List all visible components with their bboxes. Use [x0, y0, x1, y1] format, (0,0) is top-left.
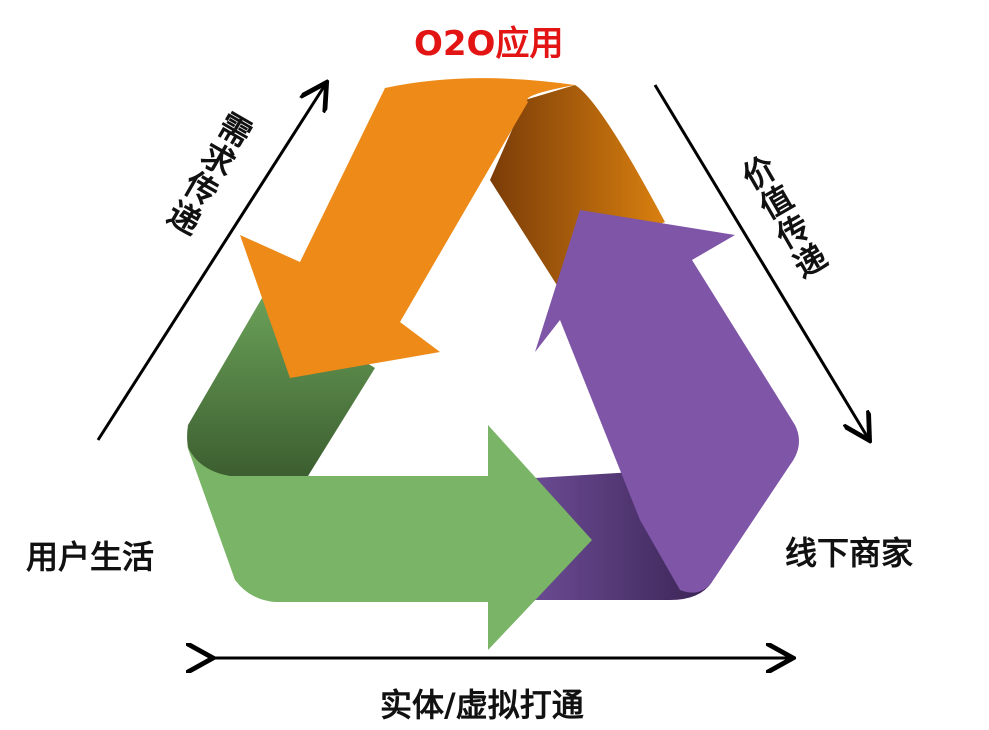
offline-merchant-label: 线下商家	[785, 534, 914, 572]
value-arrow-line	[653, 84, 868, 438]
diagram-title: O2O应用	[414, 24, 564, 64]
demand-arrow-line	[96, 85, 325, 441]
orange-arrow	[240, 78, 575, 378]
green-arrow	[185, 425, 592, 650]
purple-arrow	[535, 210, 799, 593]
user-life-label: 用户生活	[26, 538, 155, 576]
online-offline-label: 实体/虚拟打通	[380, 686, 584, 724]
